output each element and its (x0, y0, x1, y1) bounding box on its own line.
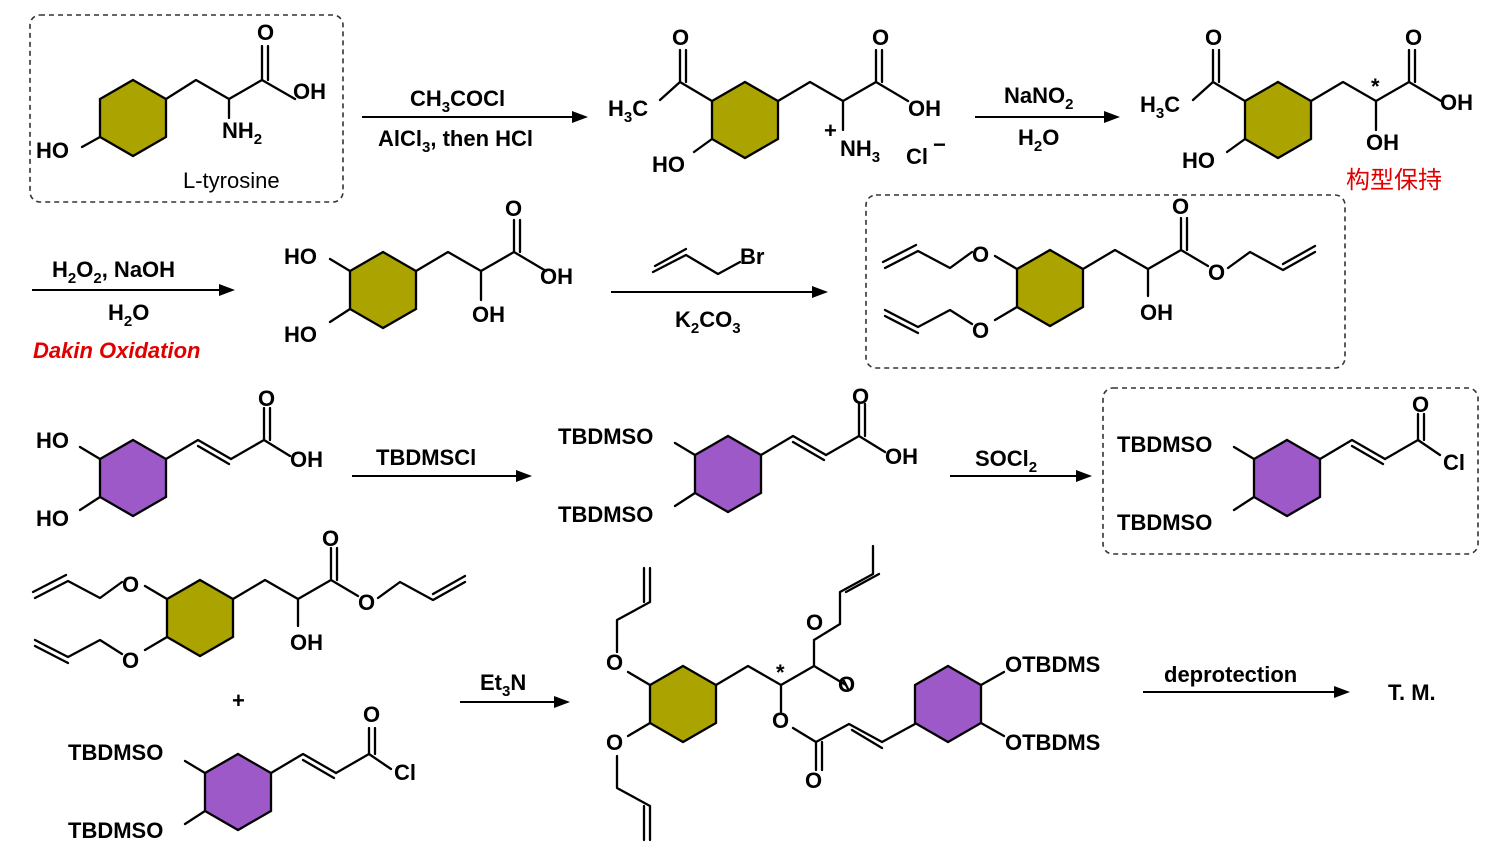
product-acyloxy-oxygen: O (772, 708, 789, 733)
product-silyl-ether-2: OTBDMS (1005, 730, 1100, 755)
reactant-carbonyl-oxygen-2: O (363, 702, 380, 727)
carbonyl-oxygen-7: O (852, 384, 869, 409)
stereocenter-mark-1: * (1371, 74, 1380, 99)
product-silyl-ether-1: OTBDMS (1005, 652, 1100, 677)
stereocenter-mark-2: * (776, 660, 785, 685)
carbonyl-oxygen-8: O (1412, 392, 1429, 417)
reactant-carbonyl-oxygen: O (322, 526, 339, 551)
silyl-caffeic-ring (693, 434, 763, 514)
reagent-triethylamine: Et3N (480, 670, 526, 700)
reactant-silyl-ether-2: TBDMSO (68, 818, 163, 843)
acetyl-oxygen-3: O (1205, 25, 1222, 50)
tyrosine-name: L-tyrosine (183, 168, 280, 193)
reactant-alpha-hydroxyl: OH (290, 630, 323, 655)
reagent-aluminum-chloride: AlCl3, then HCl (378, 126, 533, 156)
product-carbonyl-oxygen: O (838, 672, 855, 697)
chloride-charge: − (933, 132, 946, 157)
carboxyl-hydroxyl: OH (293, 79, 326, 104)
reactant-allyl-ring (165, 578, 235, 658)
silyl-ether-1: TBDMSO (558, 424, 653, 449)
tyrosine-bonds (80, 44, 297, 149)
carboxyl-hydroxyl-6: OH (290, 447, 323, 472)
allyl-ester-box (865, 194, 1346, 369)
ring-hydroxyl-2: HO (652, 152, 685, 177)
configuration-retained-note: 构型保持 (1346, 166, 1442, 194)
product-ether-oxygen-1: O (606, 650, 623, 675)
acetyl-methyl: H3C (608, 96, 648, 126)
allyl-bromide (651, 247, 742, 276)
ring-hydroxyl: HO (36, 138, 69, 163)
reagent-water-1: H2O (1018, 125, 1059, 155)
ether-oxygen-2: O (972, 318, 989, 343)
acid-chloride-box (1102, 387, 1479, 555)
silyl-ether-3: TBDMSO (1117, 432, 1212, 457)
acyl-chloride-8: Cl (1443, 450, 1465, 475)
carbonyl-oxygen-5: O (1172, 194, 1189, 219)
tyrosine-ring (98, 78, 168, 158)
caffeic-hydroxyl-2: HO (36, 506, 69, 531)
alpha-hydroxyl-5: OH (1140, 300, 1173, 325)
tyrosine-box (29, 14, 344, 203)
product-ether-oxygen-2: O (606, 730, 623, 755)
reagent-water-2: H2O (108, 300, 149, 330)
alpha-hydroxyl-4: OH (472, 302, 505, 327)
danshensu-ring (348, 250, 418, 330)
product-ester-oxygen: O (806, 610, 823, 635)
carbonyl-oxygen-4: O (505, 196, 522, 221)
reactant-ether-oxygen-2: O (122, 648, 139, 673)
ester-oxygen-5: O (1208, 260, 1225, 285)
acetyl-tyrosine-ring (710, 80, 780, 160)
target-molecule-label: T. M. (1388, 680, 1436, 705)
reagent-acetyl-chloride: CH3COCl (410, 86, 505, 116)
ring-hydroxyl-3: HO (1182, 148, 1215, 173)
hydroxy-acid-ring (1243, 80, 1313, 160)
carboxyl-hydroxyl-3: OH (1440, 90, 1473, 115)
carbonyl-oxygen: O (257, 20, 274, 45)
acetyl-methyl-3: H3C (1140, 92, 1180, 122)
reagent-deprotection: deprotection (1164, 662, 1297, 687)
ammonium-group: NH3 (840, 136, 880, 166)
reactant-ester-oxygen: O (358, 590, 375, 615)
reagent-thionyl-chloride: SOCl2 (975, 446, 1037, 476)
reactants-plus-sign: + (232, 688, 245, 713)
caffeic-hydroxyl-1: HO (36, 428, 69, 453)
chloride-ion: Cl (906, 144, 928, 169)
acid-chloride-ring (1252, 438, 1322, 518)
reactant-acyl-chloride: Cl (394, 760, 416, 785)
reagent-potassium-carbonate: K2CO3 (675, 307, 741, 337)
silyl-ether-4: TBDMSO (1117, 510, 1212, 535)
allyl-ester-ring (1015, 248, 1085, 328)
carboxyl-hydroxyl-7: OH (885, 444, 918, 469)
carboxyl-hydroxyl-4: OH (540, 264, 573, 289)
dakin-oxidation-label: Dakin Oxidation (33, 338, 200, 363)
reactant-silyl-ether-1: TBDMSO (68, 740, 163, 765)
reagent-peroxide-base: H2O2, NaOH (52, 257, 175, 287)
ammonium-charge: + (824, 118, 837, 143)
reactant-acid-chloride-ring (203, 752, 273, 832)
carbonyl-oxygen-6: O (258, 386, 275, 411)
caffeic-acid-ring (98, 438, 168, 518)
reagent-sodium-nitrite: NaNO2 (1004, 83, 1073, 113)
reagent-bromide: Br (740, 244, 765, 269)
carbonyl-oxygen-2: O (872, 25, 889, 50)
amine-group: NH2 (222, 118, 262, 148)
product-caffeoyl-ring (913, 664, 983, 744)
acetyl-oxygen: O (672, 25, 689, 50)
product-allyl-ring (648, 664, 718, 744)
ether-oxygen-1: O (972, 242, 989, 267)
alpha-hydroxyl: OH (1366, 130, 1399, 155)
reactant-ether-oxygen-1: O (122, 572, 139, 597)
reagent-tbdmscl: TBDMSCl (376, 445, 476, 470)
carbonyl-oxygen-3: O (1405, 25, 1422, 50)
product-caffeoyl-carbonyl: O (805, 768, 822, 793)
carboxyl-hydroxyl-2: OH (908, 96, 941, 121)
silyl-ether-2: TBDMSO (558, 502, 653, 527)
catechol-hydroxyl-1: HO (284, 244, 317, 269)
catechol-hydroxyl-2: HO (284, 322, 317, 347)
